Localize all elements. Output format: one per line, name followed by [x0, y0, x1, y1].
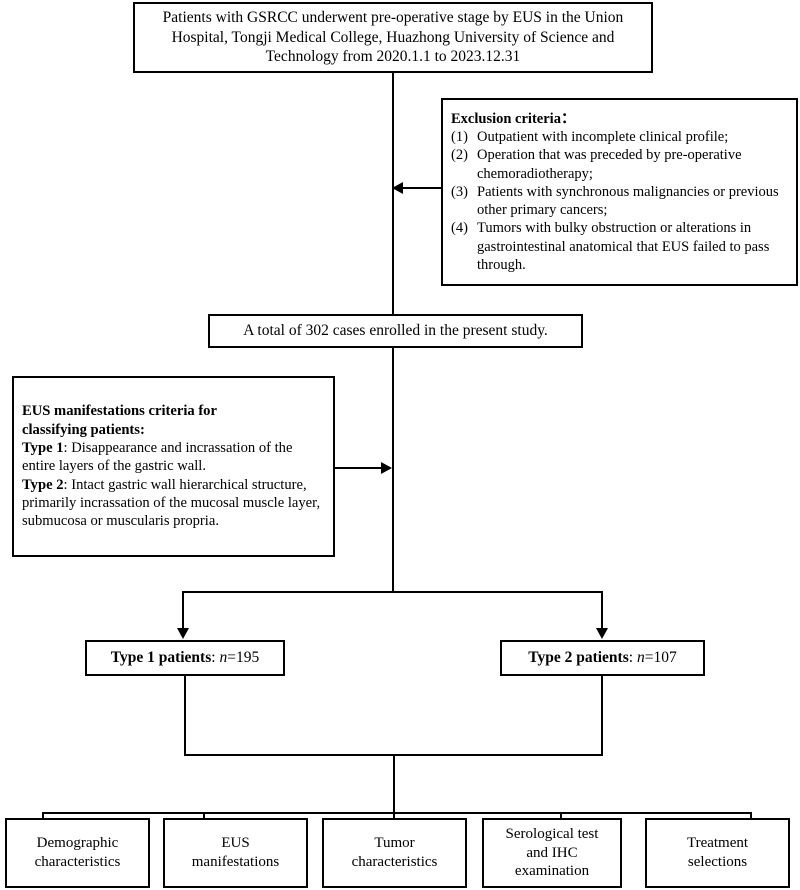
outcome-box-treatment-selections: Treatment selections [645, 818, 790, 888]
exclusion-item: (3) Patients with synchronous malignanci… [451, 183, 788, 220]
outcome-line-2: and IHC [526, 844, 578, 861]
outcome-box-eus-manifestations: EUS manifestations [163, 818, 308, 888]
trunk-enrolled-to-split [392, 348, 394, 591]
exclusion-item-number: (4) [451, 220, 468, 237]
outcome-box-tumor-characteristics: Tumor characteristics [322, 818, 467, 888]
criteria-arrowhead-icon [381, 462, 392, 474]
outcome-line-2: characteristics [34, 854, 121, 870]
outcome-line-1: Demographic [36, 835, 119, 852]
exclusion-item-text: Operation that was preceded by pre-opera… [477, 147, 742, 182]
type2-merge-line [601, 676, 603, 756]
eus-criteria-box: EUS manifestations criteria for classify… [12, 376, 335, 557]
outcome-line-1: EUS [221, 835, 250, 852]
criteria-type2-label: Type 2 [22, 476, 64, 493]
criteria-connector-line [335, 467, 381, 469]
criteria-heading-line1: EUS manifestations criteria for [22, 403, 217, 420]
type1-patients-box: Type 1 patients: n=195 [85, 640, 285, 676]
criteria-type1-text: : Disappearance and incrassation of the … [22, 439, 293, 475]
exclusion-item-text: Patients with synchronous malignancies o… [477, 183, 779, 219]
outcome-line-1: Treatment [686, 835, 749, 852]
type2-n-symbol: n [636, 649, 645, 667]
criteria-type1-label: Type 1 [22, 439, 64, 456]
exclusion-item-number: (3) [451, 183, 468, 200]
type2-n-value: =107 [644, 649, 677, 667]
criteria-type1: Type 1: Disappearance and incrassation o… [22, 439, 325, 476]
exclusion-list: (1) Outpatient with incomplete clinical … [451, 128, 788, 274]
outcome-line-3: examination [514, 863, 590, 880]
enrolled-text: A total of 302 cases enrolled in the pre… [243, 322, 548, 340]
exclusion-item-number: (1) [451, 129, 468, 146]
outcome-box-serological-test-and-ihc-examination: Serological test and IHC examination [482, 818, 622, 888]
exclusion-criteria-box: Exclusion criteria： (1) Outpatient with … [441, 98, 798, 286]
enrollment-box: Patients with GSRCC underwent pre-operat… [133, 2, 653, 73]
outcomes-fan-bar [42, 812, 751, 814]
type1-merge-line [184, 676, 186, 756]
outcome-line-2: selections [687, 854, 748, 870]
exclusion-arrowhead-icon [392, 182, 403, 194]
outcome-line-1: Serological test [505, 825, 599, 842]
type1-drop-line [182, 591, 184, 629]
outcome-line-2: characteristics [351, 854, 438, 870]
exclusion-connector-line [403, 187, 441, 189]
type2-drop-line [601, 591, 603, 629]
criteria-heading-line2: classifying patients: [22, 421, 145, 438]
outcome-line-1: Tumor [374, 835, 415, 852]
trunk-merge-to-outcomes [393, 754, 395, 866]
type1-n-value: =195 [227, 649, 260, 667]
type2-separator: : [628, 649, 637, 667]
type1-n-symbol: n [219, 649, 228, 667]
criteria-type2-text: : Intact gastric wall hierarchical struc… [22, 476, 321, 530]
exclusion-item: (1) Outpatient with incomplete clinical … [451, 128, 788, 146]
type1-separator: : [211, 649, 220, 667]
enrollment-title: Patients with GSRCC underwent pre-operat… [162, 9, 624, 66]
enrolled-box: A total of 302 cases enrolled in the pre… [208, 314, 583, 348]
exclusion-item-number: (2) [451, 147, 468, 164]
type2-patients-box: Type 2 patients: n=107 [500, 640, 705, 676]
type2-label: Type 2 patients [528, 649, 629, 667]
exclusion-item: (2) Operation that was preceded by pre-o… [451, 146, 788, 183]
exclusion-heading: Exclusion criteria： [451, 110, 576, 127]
type2-arrowhead-icon [596, 628, 608, 639]
outcome-box-demographic-characteristics: Demographic characteristics [5, 818, 150, 888]
outcome-line-2: manifestations [191, 854, 280, 870]
criteria-type2: Type 2: Intact gastric wall hierarchical… [22, 476, 325, 531]
exclusion-item-text: Tumors with bulky obstruction or alterat… [477, 220, 770, 273]
type-split-bar [182, 591, 603, 593]
exclusion-item: (4) Tumors with bulky obstruction or alt… [451, 219, 788, 274]
exclusion-item-text: Outpatient with incomplete clinical prof… [477, 129, 729, 146]
type1-arrowhead-icon [177, 628, 189, 639]
type1-label: Type 1 patients [110, 649, 212, 667]
